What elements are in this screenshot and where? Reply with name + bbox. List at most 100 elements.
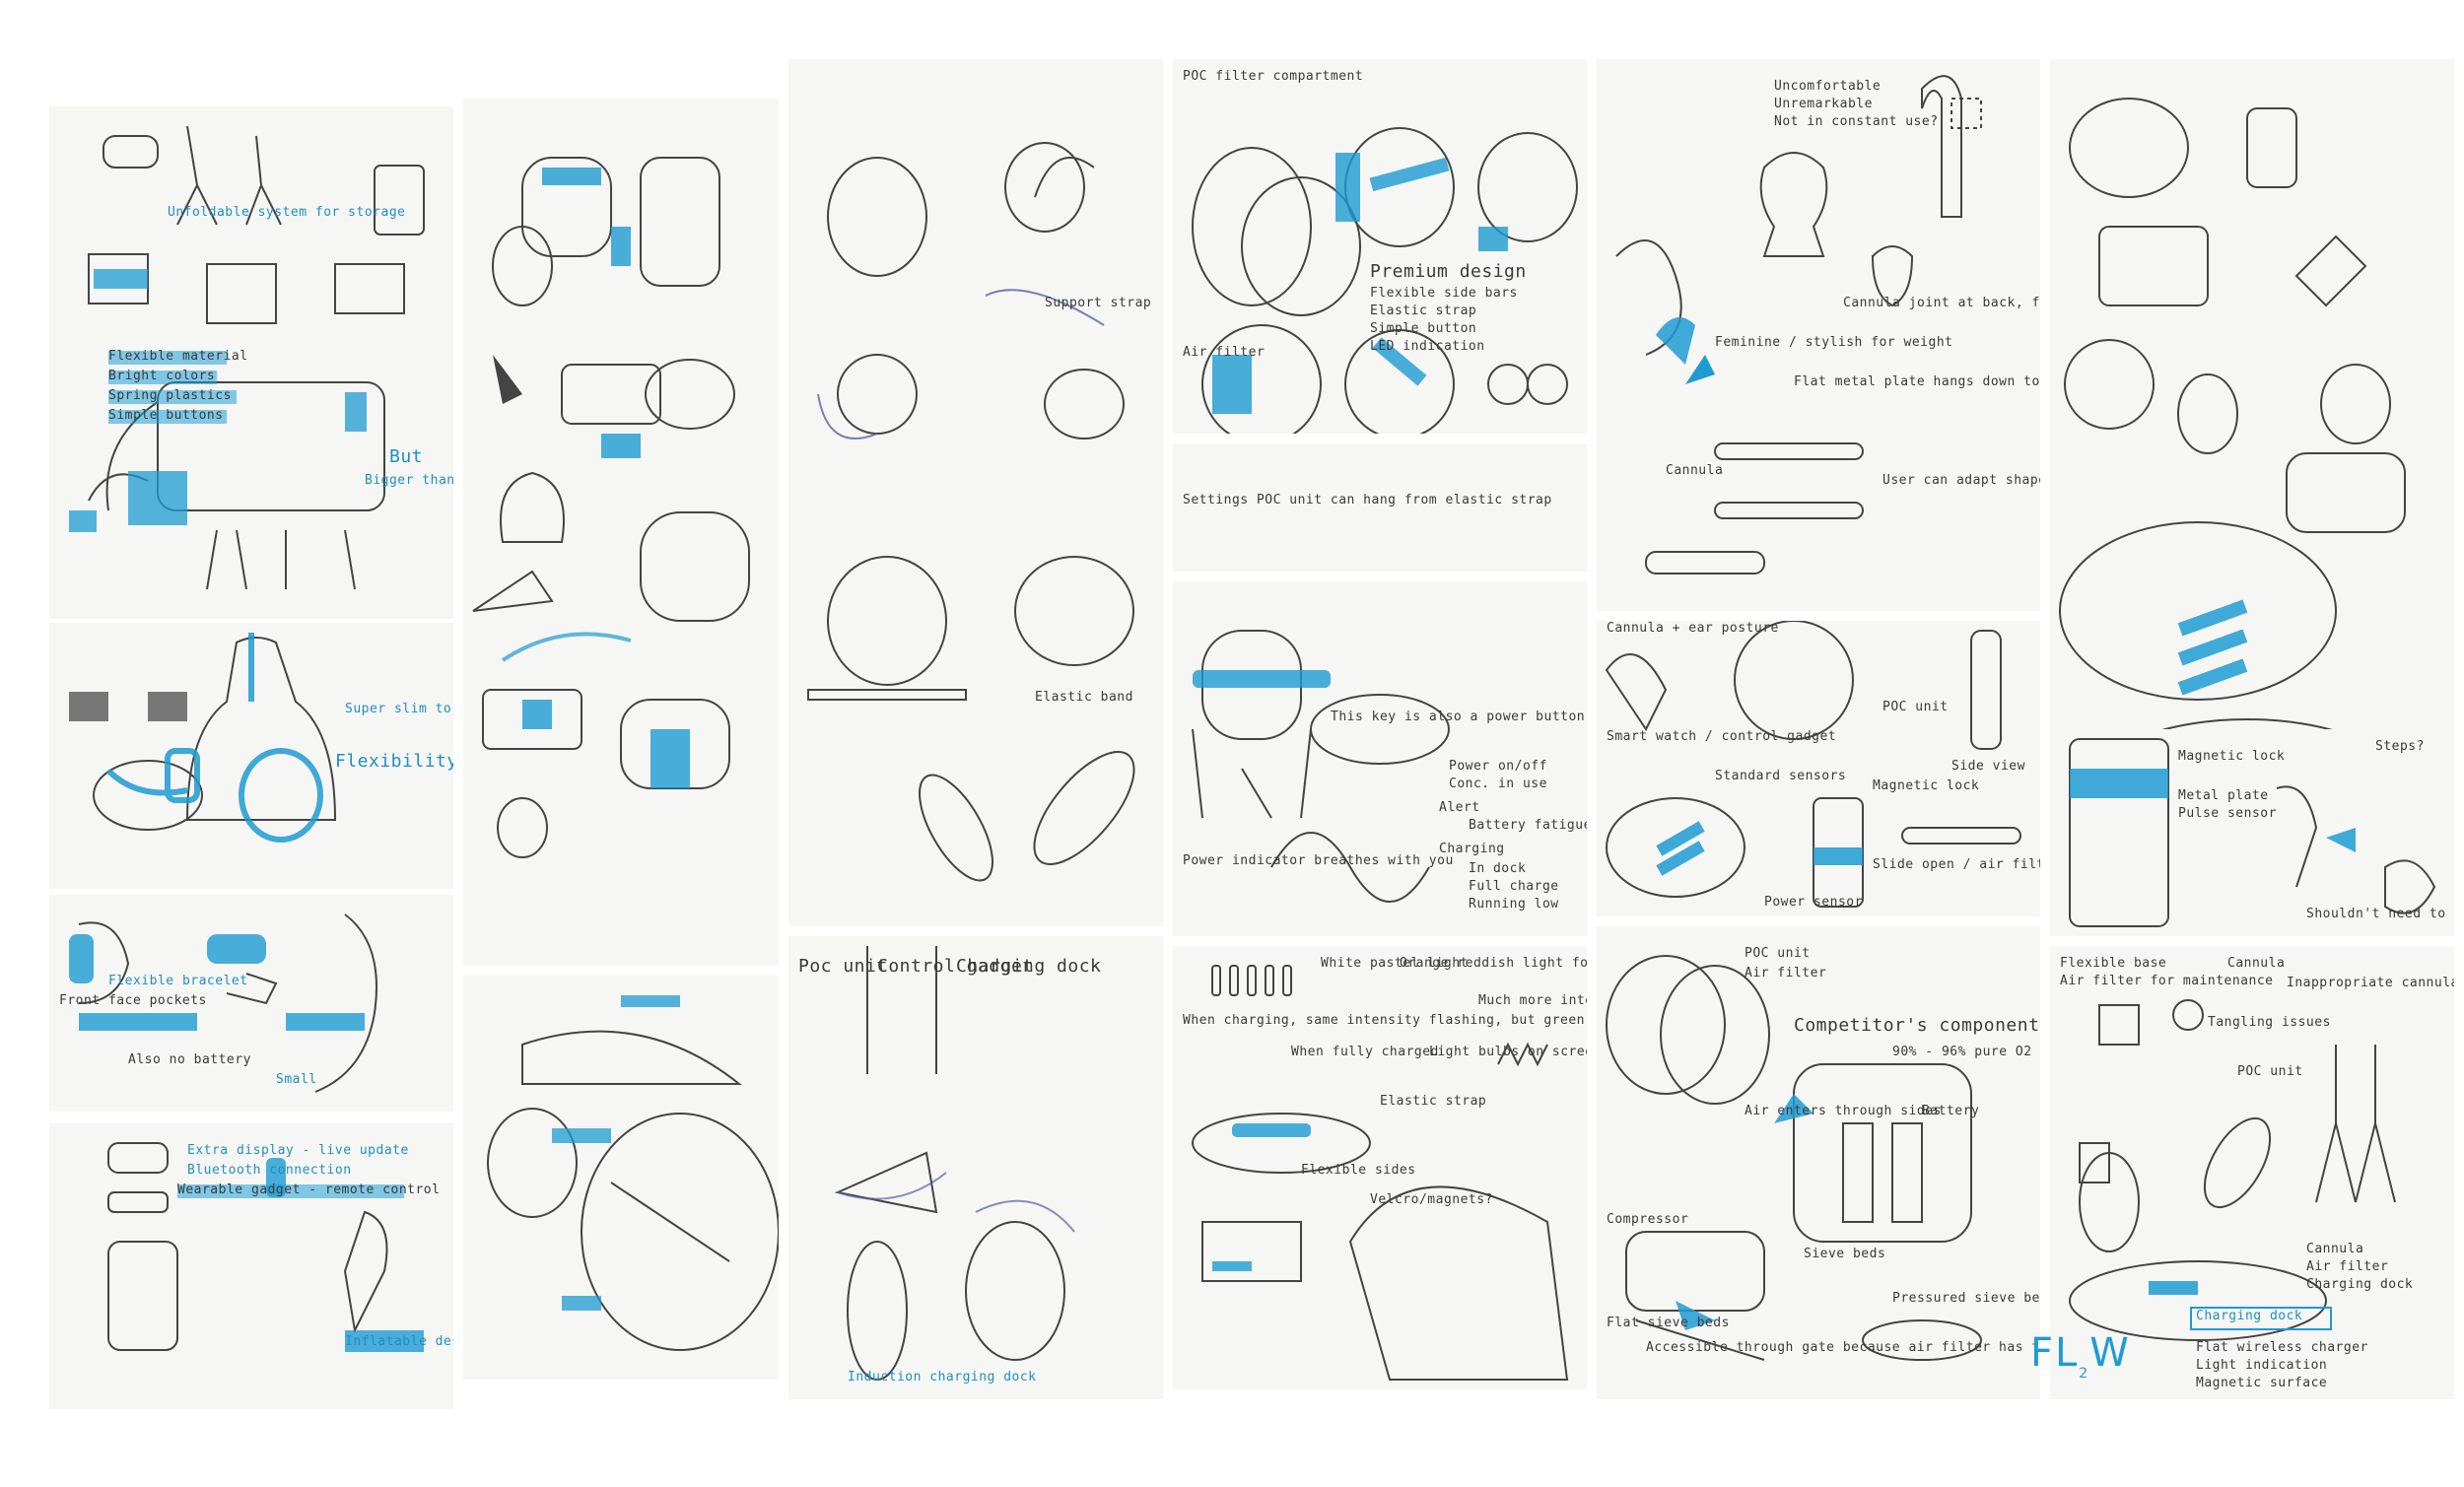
note-charging-flash: When charging, same intensity flashing, …: [1183, 1013, 1587, 1028]
note-flat-sieve: Flat sieve beds: [1607, 1316, 1730, 1330]
note-poc-unit-3: POC unit: [1745, 946, 1811, 961]
note-metal-plate-2: Metal plate: [2178, 788, 2269, 803]
note-steps: Steps?: [2375, 739, 2425, 754]
sketch-devices-strokes: [472, 157, 750, 858]
note-flexible-side-bars: Flexible side bars: [1370, 286, 1518, 301]
note-unfoldable: Unfoldable system for storage: [168, 205, 406, 220]
note-support-strap: Support strap: [1045, 296, 1152, 310]
note-induction-dock: Induction charging dock: [848, 1370, 1037, 1385]
sketch-sheet-smartwatch: Cannula + ear posture POC unit Smart wat…: [1597, 621, 2040, 916]
note-simple: Simple buttons: [108, 408, 224, 423]
note-elastic-strap-2: Elastic strap: [1380, 1094, 1487, 1109]
note-side-view: Side view: [1951, 759, 2025, 774]
note-velcro: Velcro/magnets?: [1370, 1192, 1493, 1207]
note-orange-light: Orange reddish light for alert: [1400, 956, 1587, 971]
sketch-sheet-wearable: Wearable gadget - remote control Extra d…: [49, 1123, 453, 1409]
sketch-final-concept-strokes: [2059, 98, 2406, 839]
note-flexibility: Flexibility for comfort: [335, 751, 453, 772]
sketch-poc-design-strokes: [1192, 127, 1578, 434]
note-premium-design: Premium design: [1370, 261, 1527, 282]
sketch-sheet-bands: Support strap Elastic band: [788, 59, 1163, 926]
note-cannula-3: Cannula: [2306, 1242, 2364, 1256]
highlight-simple: [108, 410, 227, 424]
note-shouldnt: Shouldn't need to take gadget off: [2306, 907, 2454, 921]
sketch-sheet-strap-view: Settings POC unit can hang from elastic …: [1173, 443, 1587, 572]
note-bright: Bright colors: [108, 369, 216, 383]
sketch-sheet-power-key: This key is also a power button, not onl…: [1173, 581, 1587, 936]
note-competitors: Competitor's components: [1794, 1015, 2040, 1036]
note-flexible-bracelet: Flexible bracelet: [108, 974, 248, 988]
sketch-dock-strokes: [487, 995, 779, 1351]
note-filter-maintenance: Air filter for maintenance: [2060, 974, 2274, 988]
note-air-filter-3: Air filter: [2306, 1259, 2389, 1274]
note-power-button: This key is also a power button, not onl…: [1331, 710, 1587, 724]
highlight-wearable: [177, 1184, 404, 1198]
note-slide-open: Slide open / air filter compartment for …: [1873, 857, 2040, 872]
note-sieve-beds: Sieve beds: [1804, 1247, 1886, 1261]
note-flexible-sides: Flexible sides: [1301, 1163, 1416, 1178]
note-standard-sensors: Standard sensors: [1715, 769, 1847, 783]
note-inappropriate: Inappropriate cannula get off, longer: [2287, 976, 2454, 990]
sketch-sheet-devices: [463, 99, 779, 966]
note-fully-charged: When fully charged: [1291, 1045, 1439, 1059]
flow-logo: FL2W: [2030, 1330, 2131, 1382]
note-tangling: Tangling issues: [2208, 1015, 2331, 1030]
note-pressured-sieve: Pressured sieve beds: [1892, 1291, 2040, 1306]
note-bluetooth: Bluetooth connection: [187, 1163, 352, 1178]
note-wearable-gadget: Wearable gadget - remote control: [177, 1183, 441, 1197]
sketch-sheet-lights: White pastel light Orange reddish light …: [1173, 946, 1587, 1389]
note-cannula-joint: Cannula joint at back, forces wheel in u…: [1843, 296, 2040, 310]
note-unremarkable: Unremarkable: [1774, 97, 1873, 111]
charging-dock-label-box: [2190, 1307, 2332, 1330]
note-power-onoff: Power on/off: [1449, 759, 1547, 774]
note-intense: Much more intense pulsating: [1478, 993, 1587, 1008]
sketch-bracelet-strokes: [69, 913, 377, 1093]
sketch-lights-strokes: [1192, 965, 1569, 1381]
sketch-sheet-ergonomics: Uncomfortable Unremarkable Not in consta…: [1597, 59, 2040, 611]
note-light-indication: Light indication: [2196, 1358, 2328, 1373]
note-air-enters: Air enters through sides: [1745, 1104, 1942, 1118]
note-battery: Battery: [1922, 1104, 1980, 1118]
note-power-indicator: Power indicator breathes with you: [1183, 853, 1454, 868]
sketch-sheet-garment: Super slim to fit under clothes Flexibil…: [49, 623, 453, 889]
note-pure-o2: 90% - 96% pure O2: [1892, 1045, 2032, 1059]
sketch-sheet-dock-final: Flexible base Air filter for maintenance…: [2050, 946, 2454, 1399]
note-cannula: Cannula: [1666, 463, 1724, 478]
note-control-gadget: Control gadget: [877, 956, 1034, 977]
sketch-sheet-foldable: Unfoldable system for storage Flexible m…: [49, 106, 453, 619]
note-user-adapt: User can adapt shape according to person…: [1882, 473, 2040, 488]
note-hang-strap: Settings POC unit can hang from elastic …: [1183, 493, 1552, 507]
highlight-flexible: [108, 351, 227, 365]
sketch-dock-final-strokes: [2069, 999, 2396, 1341]
note-simple-button: Simple button: [1370, 321, 1477, 336]
note-superslim: Super slim to fit under clothes: [345, 702, 453, 716]
logo-tail: W: [2089, 1330, 2131, 1376]
sketch-sheet-poc-design: POC filter compartment Premium design Fl…: [1173, 59, 1587, 434]
note-cannula-2: Cannula: [2227, 956, 2286, 971]
note-charging-dock: Charging dock: [956, 956, 1102, 977]
note-spring: Spring plastics: [108, 388, 232, 403]
note-accessible: Accessible through gate because air filt…: [1646, 1340, 2040, 1355]
note-light-bulbs: Light bulbs on screen: [1429, 1045, 1587, 1059]
sketch-pulse-strokes: [2069, 738, 2436, 927]
sketch-foldable-strokes: [69, 125, 425, 590]
note-flexible: Flexible material: [108, 349, 248, 364]
note-battery-fatigue: Battery fatigue: [1469, 818, 1587, 833]
sketch-power-key-strokes: [1192, 630, 1450, 903]
note-magnetic-lock: Magnetic lock: [1873, 778, 1980, 793]
note-conc-in-use: Conc. in use: [1449, 777, 1547, 791]
note-feminine: Feminine / stylish for weight: [1715, 335, 1953, 350]
logo-subscript: 2: [2079, 1366, 2090, 1382]
note-poc-unit: Poc unit: [798, 956, 888, 977]
sketch-ergonomics-strokes: [1615, 75, 1982, 575]
sketch-bands-strokes: [807, 142, 1135, 882]
note-charging-dock-3: Charging dock: [2196, 1309, 2303, 1323]
note-charging-dock-2: Charging dock: [2306, 1277, 2414, 1292]
note-compressor: Compressor: [1607, 1212, 1689, 1227]
logo-text: FL: [2030, 1330, 2080, 1376]
sketch-poc-layout-strokes: [834, 946, 1075, 1381]
note-air-filter: Air filter: [1183, 345, 1266, 360]
note-poc-unit-4: POC unit: [2237, 1064, 2303, 1079]
note-pulse-sensor: Pulse sensor: [2178, 806, 2277, 821]
note-elastic-band: Elastic band: [1035, 690, 1133, 705]
